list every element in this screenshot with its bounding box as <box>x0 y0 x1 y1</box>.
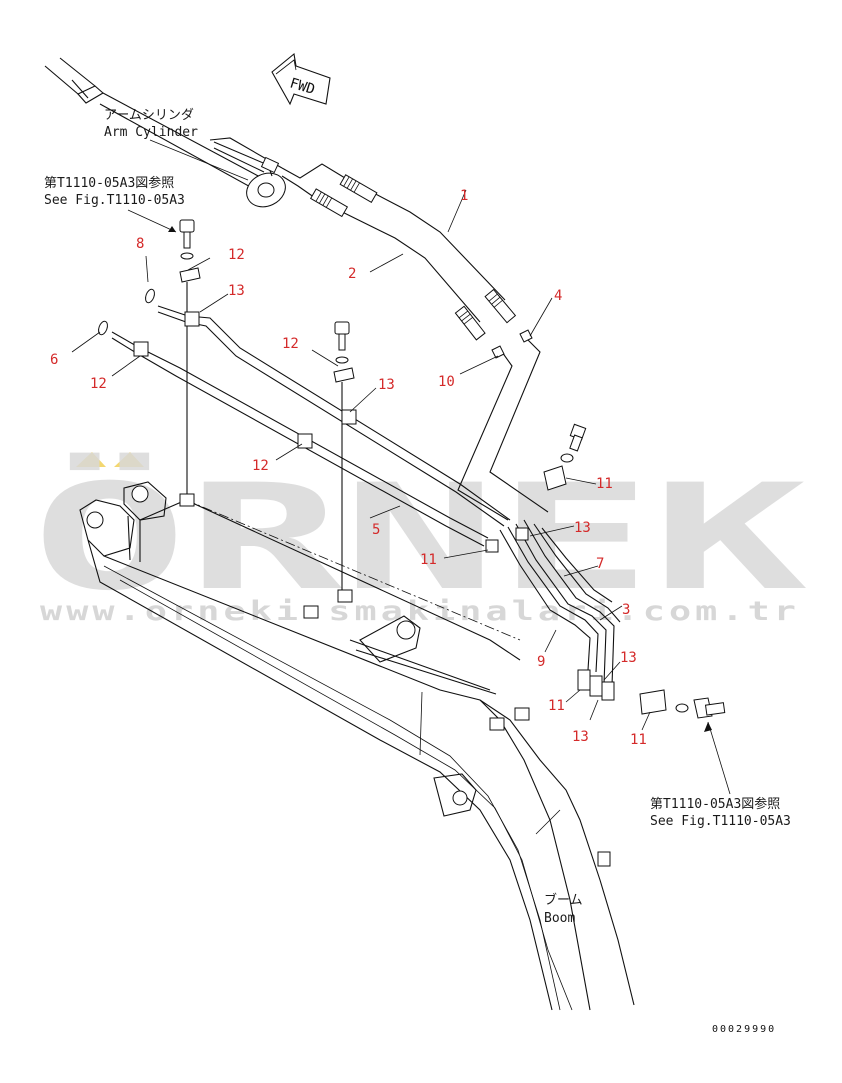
watermark-umlaut-right <box>114 452 144 467</box>
callout-1: 1 <box>460 188 468 204</box>
callout-leaders <box>71 255 651 731</box>
callout-12-b: 12 <box>90 376 107 392</box>
callout-11-a: 11 <box>596 476 613 492</box>
hoses-top <box>281 163 517 341</box>
callout-numbers: 1 2 3 4 5 6 7 8 9 10 11 11 11 11 12 12 1… <box>50 188 647 748</box>
callout-8: 8 <box>136 236 144 252</box>
callout-11-d: 11 <box>630 732 647 748</box>
see-fig-label-en-1: See Fig.T1110-05A3 <box>44 193 185 208</box>
callout-7: 7 <box>596 556 604 572</box>
o-ring-6 <box>98 320 108 336</box>
watermark-umlaut-left <box>76 452 106 467</box>
callout-13-e: 13 <box>572 729 589 745</box>
watermark: ÖRNEK www.orneki smakinalari.com.tr <box>32 452 807 627</box>
callout-4: 4 <box>554 288 562 304</box>
callout-12-a: 12 <box>228 247 245 263</box>
callout-13-a: 13 <box>228 283 245 299</box>
tubes-long <box>111 305 511 547</box>
arm-cylinder <box>44 57 286 208</box>
fwd-direction-arrow: FWD <box>271 52 331 106</box>
callout-11-b: 11 <box>420 552 437 568</box>
boom-label-jp: ブーム <box>544 892 583 908</box>
see-fig-label-en-2: See Fig.T1110-05A3 <box>650 814 791 829</box>
callout-2: 2 <box>348 266 356 282</box>
right-valve-assembly <box>485 423 726 719</box>
callout-9: 9 <box>537 654 545 670</box>
o-ring-8 <box>145 288 155 304</box>
arm-cylinder-label-en: Arm Cylinder <box>104 125 198 140</box>
callout-13-c: 13 <box>574 520 591 536</box>
watermark-url: www.orneki smakinalari.com.tr <box>40 596 800 627</box>
drawing-code: 00029990 <box>712 1024 776 1035</box>
callout-5: 5 <box>372 522 380 538</box>
see-fig-label-jp-1: 第T1110-05A3図参照 <box>44 175 174 191</box>
callout-13-b: 13 <box>378 377 395 393</box>
callout-3: 3 <box>622 602 630 618</box>
callout-6: 6 <box>50 352 58 368</box>
arm-cylinder-label-jp: アームシリンダ <box>104 108 194 123</box>
callout-11-c: 11 <box>548 698 565 714</box>
callout-10: 10 <box>438 374 455 390</box>
bolt-upper-left <box>179 219 201 500</box>
bolt-middle <box>333 321 355 592</box>
callout-13-d: 13 <box>620 650 637 666</box>
boom-label-en: Boom <box>544 911 575 926</box>
watermark-brand: ÖRNEK <box>32 452 807 623</box>
see-fig-label-jp-2: 第T1110-05A3図参照 <box>650 796 780 812</box>
callout-12-d: 12 <box>252 458 269 474</box>
boom-structure <box>79 481 635 1011</box>
hoses-right <box>457 329 549 521</box>
fwd-label: FWD <box>288 75 317 98</box>
callout-12-c: 12 <box>282 336 299 352</box>
